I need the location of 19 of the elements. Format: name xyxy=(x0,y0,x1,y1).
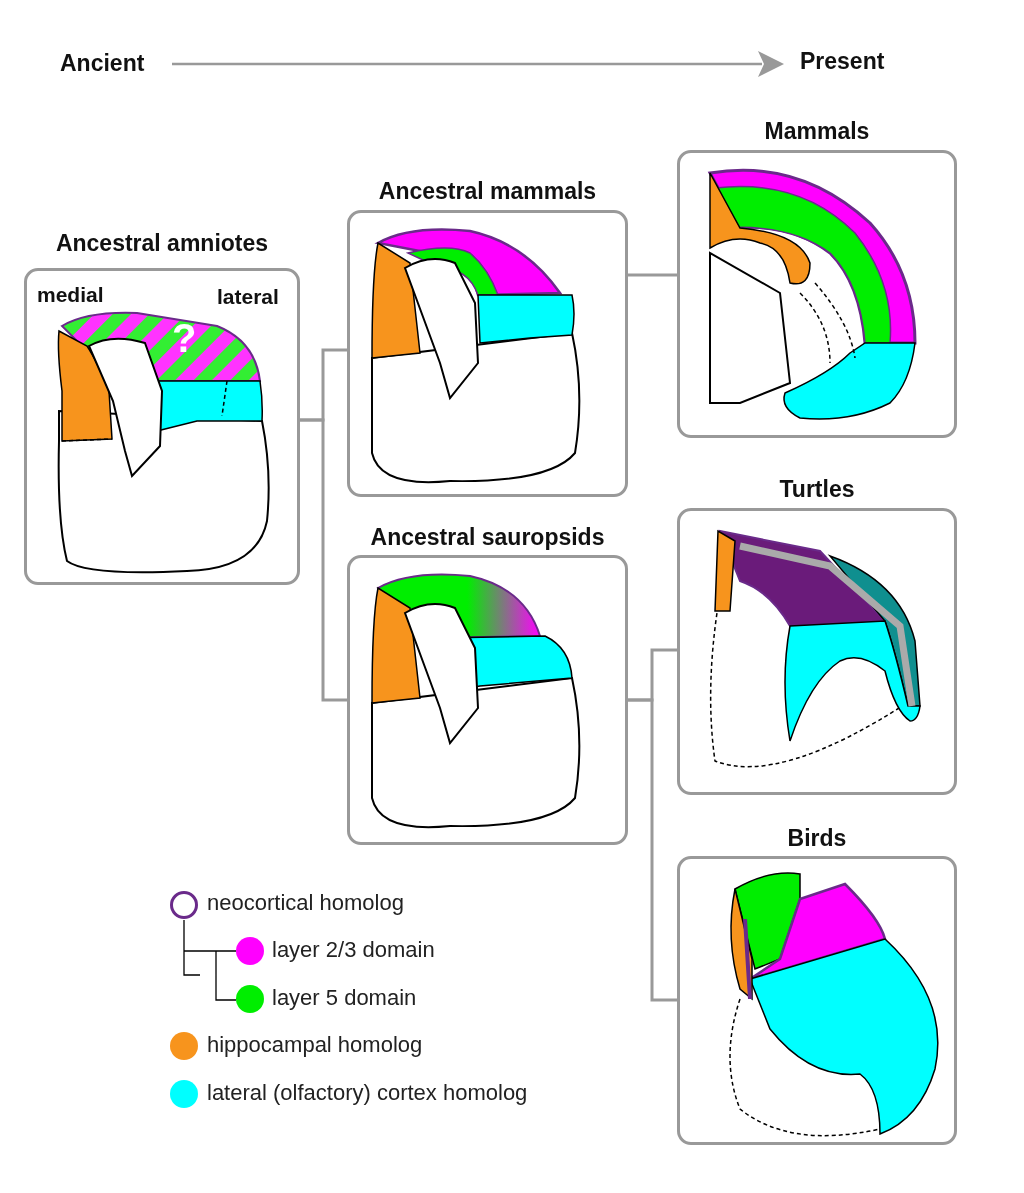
panel-title: Ancestral sauropsids xyxy=(369,524,606,551)
orientation-label: medial xyxy=(37,283,104,307)
legend-label: lateral (olfactory) cortex homolog xyxy=(207,1080,528,1106)
legend-label: neocortical homolog xyxy=(207,890,404,916)
panel-title: Birds xyxy=(786,825,848,852)
timeline-label: Present xyxy=(800,48,885,75)
panel-title: Ancestral mammals xyxy=(377,178,598,205)
panel-title: Turtles xyxy=(778,476,856,503)
orientation-label: lateral xyxy=(217,285,279,309)
connector-line xyxy=(628,698,677,1002)
legend-label: layer 5 domain xyxy=(272,985,417,1011)
connector-line xyxy=(628,273,677,277)
panel-title: Ancestral amniotes xyxy=(54,230,270,257)
arrow xyxy=(172,51,784,77)
panel-title: Mammals xyxy=(763,118,871,145)
legend-label: layer 2/3 domain xyxy=(272,937,435,963)
legend-label: hippocampal homolog xyxy=(207,1032,423,1058)
connector-line xyxy=(300,418,347,702)
timeline-label: Ancient xyxy=(60,50,145,77)
